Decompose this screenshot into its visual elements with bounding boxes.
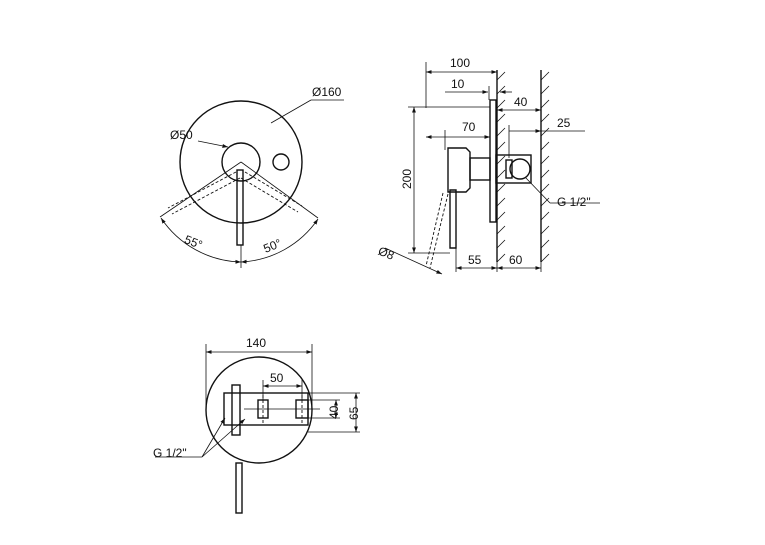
plate-diameter-label: Ø160 [312,85,342,99]
angle-arc-left [160,217,242,264]
rear-thread-label: G 1/2" [153,446,187,460]
front-view: 55° 50° Ø160 Ø50 [159,85,344,268]
dim-lever-projection: 55 [468,253,482,267]
front-handle-hub [221,142,261,182]
wall-outer [540,70,550,263]
side-lever [449,189,457,249]
side-handle-body [447,147,471,193]
handle-diameter-label: Ø50 [170,128,193,142]
dim-body-min: 60 [509,253,523,267]
dim-height: 200 [400,169,414,189]
front-lever-rotated-right [240,171,303,213]
angle-left-label: 55° [182,232,204,252]
dim-port-spacing: 50 [270,371,284,385]
dim-lever-diameter: Ø8 [376,244,396,263]
dim-wall-offset: 25 [557,116,571,130]
dim-rear-width: 140 [246,336,266,350]
front-lever-rotated-left [167,171,241,215]
angle-right-label: 50° [261,236,283,256]
dim-body-height: 65 [347,406,361,420]
dim-handle-depth: 70 [462,120,476,134]
side-cover-plate [489,99,497,223]
dim-body-depth: 40 [514,95,528,109]
side-port-circle [509,158,531,180]
side-thread-label: G 1/2" [557,195,591,209]
dim-total-depth: 100 [450,56,470,70]
rear-lever [235,462,243,514]
angle-arc-right [240,218,319,264]
side-valve-body [495,154,532,184]
rear-view: 140 50 40 65 G 1/2" [153,336,361,514]
front-diverter-knob [272,153,290,171]
dim-plate-thickness: 10 [451,77,465,91]
side-view: 100 10 40 70 25 200 Ø8 55 60 [376,56,600,275]
wall-inner [496,70,506,263]
dim-port-height: 40 [327,405,341,419]
